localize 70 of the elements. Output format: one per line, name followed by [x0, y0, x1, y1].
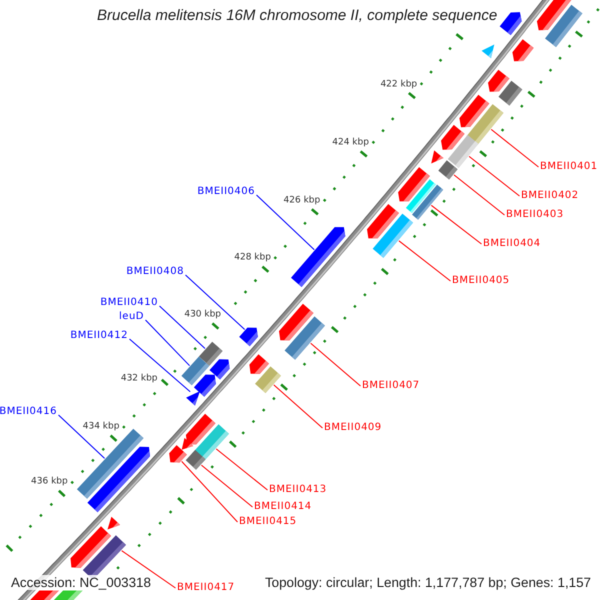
gene-label: BMEII0403 [506, 209, 564, 221]
gene-label: BMEII0413 [269, 484, 327, 496]
leader-line [310, 342, 361, 386]
gene-bar [498, 80, 522, 106]
gene-bar [448, 134, 478, 168]
summary-text: Topology: circular; Length: 1,177,787 bp; Genes: 1,157 [264, 574, 591, 590]
leader-line [454, 174, 505, 216]
gene-label: BMEII0408 [126, 266, 184, 278]
tick-label: 424 kbp [332, 138, 369, 149]
gene-feature [512, 39, 534, 62]
gene-label: BMEII0415 [239, 516, 297, 528]
gene-feature [210, 359, 230, 380]
gene-bar [412, 184, 444, 220]
gene-feature [108, 516, 120, 530]
leader-line [430, 204, 482, 244]
gene-label: BMEII0401 [540, 161, 598, 173]
leader-line [398, 240, 451, 282]
tick-label: 426 kbp [284, 195, 320, 206]
gene-bar [54, 590, 83, 600]
leader-line [185, 274, 246, 330]
gene-label: BMEII0406 [197, 186, 255, 198]
leader-line [490, 128, 539, 168]
leader-line [145, 320, 190, 366]
gene-label: BMEII0410 [100, 297, 158, 309]
gene-label: BMEII0407 [362, 380, 420, 392]
tick-label: 436 kbp [31, 476, 68, 488]
gene-feature [500, 12, 522, 36]
tick-label: 422 kbp [380, 79, 418, 90]
gene-bar [372, 214, 414, 258]
gene-feature [30, 590, 59, 600]
leader-line [181, 460, 238, 522]
gene-label: BMEII0416 [0, 406, 57, 418]
leader-line [121, 550, 176, 588]
gene-bar [438, 160, 458, 180]
gene-bar [186, 450, 206, 470]
tick-label: 428 kbp [234, 252, 271, 264]
gene-feature [239, 328, 258, 346]
tick-label: 432 kbp [120, 374, 158, 384]
leader-line [468, 156, 520, 196]
gene-feature [431, 150, 444, 164]
gene-feature [182, 438, 194, 450]
gene-feature [488, 70, 510, 92]
gene-feature [169, 445, 187, 463]
leader-line [256, 194, 315, 250]
gene-label: BMEII0404 [483, 238, 541, 250]
leader-line [58, 414, 106, 459]
gene-feature [87, 446, 150, 512]
tick-label: 430 kbp [184, 309, 222, 320]
gene-bar [545, 4, 582, 48]
gene-label: BMEII0409 [324, 422, 382, 434]
gene-feature [194, 374, 216, 397]
leader-line [216, 448, 268, 490]
gene-feature [291, 227, 346, 287]
gene-label: BMEII0412 [70, 330, 128, 342]
leader-line [159, 306, 206, 349]
leader-line [200, 464, 253, 508]
leader-line [129, 338, 191, 392]
gene-bar [255, 366, 281, 394]
gene-label: BMEII0405 [452, 275, 510, 287]
gene-feature [482, 44, 494, 58]
leader-line [273, 384, 323, 428]
gene-feature [186, 391, 200, 406]
gene-label: BMEII0402 [521, 190, 579, 202]
gene-bar [284, 316, 325, 360]
gene-bar [466, 104, 504, 145]
gene-label: BMEII0417 [177, 582, 235, 594]
tick-label: 434 kbp [82, 421, 120, 432]
gene-label: BMEII0414 [254, 501, 312, 513]
gene-feature [249, 354, 269, 374]
gene-label: leuD [119, 311, 144, 323]
